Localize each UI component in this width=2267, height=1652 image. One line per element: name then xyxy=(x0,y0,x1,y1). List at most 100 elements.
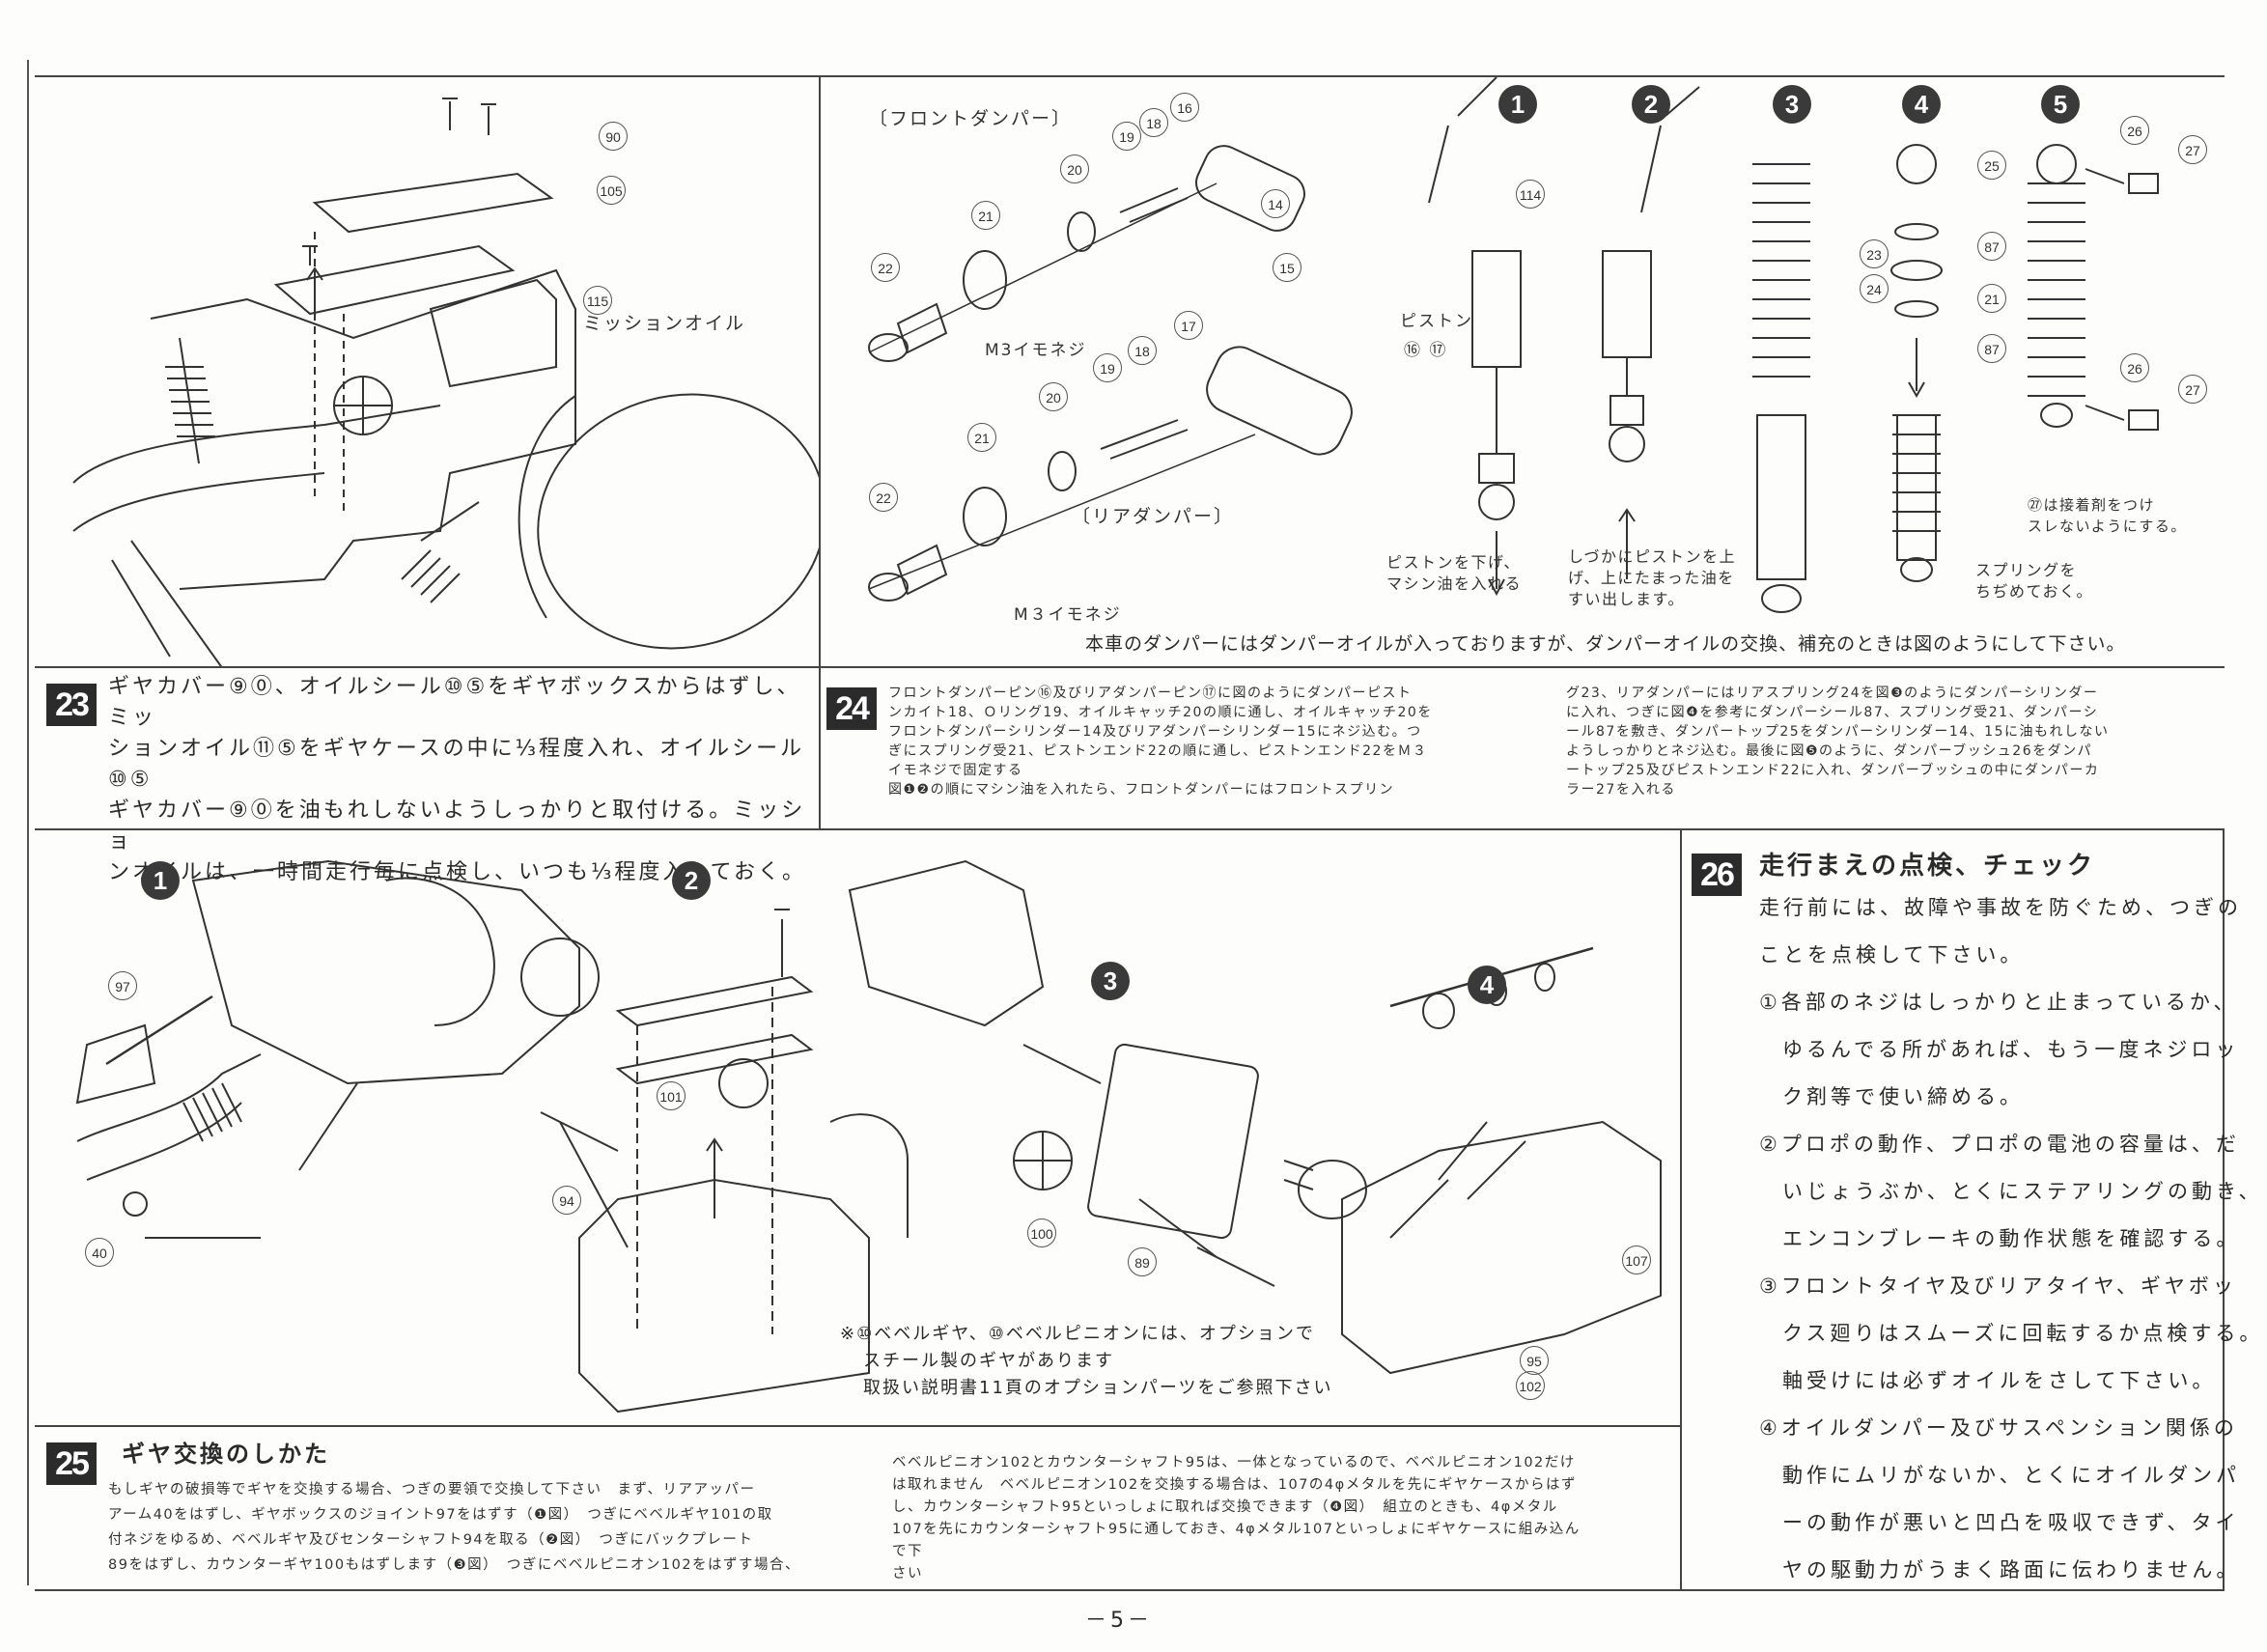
damper-part: 18 xyxy=(1128,336,1157,365)
check-line: クス廻りはスムーズに回転するか点検する。 xyxy=(1782,1322,2264,1345)
step-24-col2: グ23、リアダンパーにはリアスプリング24を図❸のようにダンパーシリンダー に入… xyxy=(1566,684,2213,799)
damper-part: 26 xyxy=(2120,353,2149,382)
check-line: ク剤等で使い締める。 xyxy=(1782,1085,2024,1108)
damper-part: 15 xyxy=(1273,253,1301,282)
step5-note-line: ㉗は接着剤をつけ xyxy=(2028,496,2156,514)
front-damper-title: 〔フロントダンパー〕 xyxy=(869,108,1073,129)
gear-part: 40 xyxy=(85,1238,114,1267)
damper-part: 20 xyxy=(1039,382,1068,411)
damper-part: 17 xyxy=(1174,311,1203,340)
step-25-line: 89をはずし、カウンターギヤ100もはずします（❸図） つぎにベベルピニオン10… xyxy=(108,1557,801,1573)
damper-part: 21 xyxy=(1977,284,2006,313)
damper-step-3: 3 xyxy=(1773,85,1811,124)
step-24-line: に入れ、つぎに図❹を参考にダンパーシール87、スプリング受21、ダンパーシ xyxy=(1566,705,2099,720)
m3-screw-rear-label: M３イモネジ xyxy=(1014,605,1122,625)
page-number: －5－ xyxy=(1085,1609,1153,1633)
step-24-line: ようしっかりとネジ込む。最後に図❺のように、ダンパーブッシュ26をダンパ xyxy=(1566,743,2093,759)
left-margin-line xyxy=(27,60,29,1585)
step-26-checklist: 走行前には、故障や事故を防ぐため、つぎの ことを点検して下さい。 ①各部のネジは… xyxy=(1759,884,2264,1594)
row1-bottom xyxy=(35,666,2225,668)
check-line: ーの動作が悪いと凹凸を吸収できず、タイ xyxy=(1782,1511,2240,1534)
gear-part: 95 xyxy=(1520,1346,1549,1375)
damper-part: 20 xyxy=(1060,154,1089,183)
step2-note-line: げ、上にたまった油を xyxy=(1568,569,1735,587)
step2-note-line: すい出します。 xyxy=(1568,590,1685,608)
damper-part: 21 xyxy=(967,423,996,452)
option-gear-note-line: 取扱い説明書11頁のオプションパーツをご参照下さい xyxy=(863,1378,1333,1398)
step26-divider xyxy=(1680,828,1682,1591)
damper-part: 18 xyxy=(1139,108,1168,137)
part-115: 115 xyxy=(583,286,612,315)
damper-part: 22 xyxy=(869,483,898,512)
top-divider xyxy=(819,75,821,828)
step-26-title: 走行まえの点検、チェック xyxy=(1759,852,2096,881)
check-line: 走行前には、故障や事故を防ぐため、つぎの xyxy=(1759,896,2242,919)
gear-replacement-illustration xyxy=(75,859,1662,1414)
damper-part: 26 xyxy=(2120,116,2149,145)
step-23-line: ギヤカバー⑨⓪を油もれしないようしっかりと取付ける。ミッショ xyxy=(108,798,806,854)
step2-note: しづかにピストンを上 げ、上にたまった油を すい出します。 xyxy=(1568,546,1736,610)
check-line: ことを点検して下さい。 xyxy=(1759,943,2025,966)
step-23-line: ションオイル⑪⑤をギヤケースの中に⅓程度入れ、オイルシール⑩⑤ xyxy=(108,737,805,792)
damper-part: 23 xyxy=(1860,239,1889,268)
row3-bottom xyxy=(35,1425,1682,1427)
gear-part: 107 xyxy=(1622,1246,1651,1274)
check-line: ③フロントタイヤ及びリアタイヤ、ギヤボッ xyxy=(1759,1274,2237,1298)
damper-part: 14 xyxy=(1261,189,1290,218)
gear-part: 101 xyxy=(657,1081,686,1110)
option-gear-note-line: スチール製のギヤがあります xyxy=(863,1351,1114,1371)
part-90: 90 xyxy=(599,122,628,151)
gear-step-1: 1 xyxy=(141,861,180,900)
step5-note: ㉗は接着剤をつけ スレないようにする。 xyxy=(2028,494,2187,537)
step-24-badge: 24 xyxy=(826,687,877,730)
damper-part: 24 xyxy=(1860,274,1889,303)
step-25-col1: もしギヤの破損等でギヤを交換する場合、つぎの要領で交換して下さい まず、リアアッ… xyxy=(108,1477,803,1578)
step-24-line: ール87を敷き、ダンパートップ25をダンパーシリンダー14、15に油もれしない xyxy=(1566,724,2110,740)
step-25-line: アーム40をはずし、ギヤボックスのジョイント97をはずす（❶図） つぎにベベルギ… xyxy=(108,1507,773,1523)
damper-part: 21 xyxy=(971,201,1000,230)
step2-note-line: しづかにピストンを上 xyxy=(1568,547,1737,566)
step-25-line: ベベルピニオン102とカウンターシャフト95は、一体となっているので、ベベルピニ… xyxy=(892,1455,1576,1470)
step-25-title: ギヤ交換のしかた xyxy=(122,1441,330,1468)
mission-oil-label: ミッションオイル xyxy=(583,313,746,334)
step1-note-line: マシン油を入れる xyxy=(1386,574,1523,593)
part-105: 105 xyxy=(597,176,626,205)
step-25-line: もしギヤの破損等でギヤを交換する場合、つぎの要領で交換して下さい まず、リアアッ… xyxy=(108,1482,756,1498)
damper-part: 19 xyxy=(1112,122,1141,151)
right-border xyxy=(2223,828,2225,1591)
step4-note: スプリングを ちぢめておく。 xyxy=(1975,560,2093,602)
step-25-badge: 25 xyxy=(46,1442,97,1485)
gear-step-3: 3 xyxy=(1091,962,1130,1000)
step4-note-line: スプリングを xyxy=(1975,561,2078,579)
step-25-col2: ベベルピニオン102とカウンターシャフト95は、一体となっているので、ベベルピニ… xyxy=(892,1452,1587,1585)
check-line: 動作にムリがないか、とくにオイルダンパ xyxy=(1782,1464,2240,1487)
step-24-line: ートップ25及びピストンエンド22に入れ、ダンパーブッシュの中にダンパーカ xyxy=(1566,763,2100,778)
check-line: ①各部のネジはしっかりと止まっているか、 xyxy=(1759,991,2238,1014)
gear-step-2: 2 xyxy=(672,861,711,900)
top-border xyxy=(35,75,2225,77)
check-line: 軸受けには必ずオイルをさして下さい。 xyxy=(1782,1369,2217,1392)
step-24-line: ぎにスプリング受21、ピストンエンド22の順に通し、ピストンエンド22をＭ３ xyxy=(888,743,1428,759)
option-gear-note: ※⑩ベベルギヤ、⑩ベベルピニオンには、オプションで スチール製のギヤがあります … xyxy=(840,1321,1333,1402)
damper-part: 87 xyxy=(1977,334,2006,363)
check-line: ヤの駆動力がうまく路面に伝わりません。 xyxy=(1782,1558,2241,1582)
damper-step-5: 5 xyxy=(2041,85,2080,124)
piston-parts-label: ⑯ ⑰ xyxy=(1404,341,1448,360)
step-24-line: ラー27を入れる xyxy=(1566,782,1676,798)
gear-part: 102 xyxy=(1516,1371,1545,1400)
damper-part: 87 xyxy=(1977,232,2006,261)
step-23-line: ギヤカバー⑨⓪、オイルシール⑩⑤をギヤボックスからはずし、ミッ xyxy=(108,675,801,730)
damper-step-1: 1 xyxy=(1498,85,1537,124)
damper-part: 16 xyxy=(1170,93,1199,122)
damper-part: 19 xyxy=(1093,353,1122,382)
gear-part: 89 xyxy=(1128,1247,1157,1276)
step-25-line: さい xyxy=(892,1566,923,1582)
damper-part: 114 xyxy=(1516,180,1545,209)
rear-damper-title: 〔リアダンパー〕 xyxy=(1072,506,1235,527)
step-25-line: し、カウンターシャフト95といっしょに取れば交換できます（❹図） 組立のときも、… xyxy=(892,1499,1558,1515)
step-24-line: イモネジで固定する xyxy=(888,763,1023,778)
step-25-line: 107を先にカウンターシャフト95に通しておき、4φメタル107といっしょにギヤ… xyxy=(892,1522,1581,1559)
step5-note-line: スレないようにする。 xyxy=(2028,518,2187,535)
gearbox-cover-illustration xyxy=(72,98,819,666)
check-line: いじょうぶか、とくにステアリングの動き、 xyxy=(1782,1180,2263,1203)
